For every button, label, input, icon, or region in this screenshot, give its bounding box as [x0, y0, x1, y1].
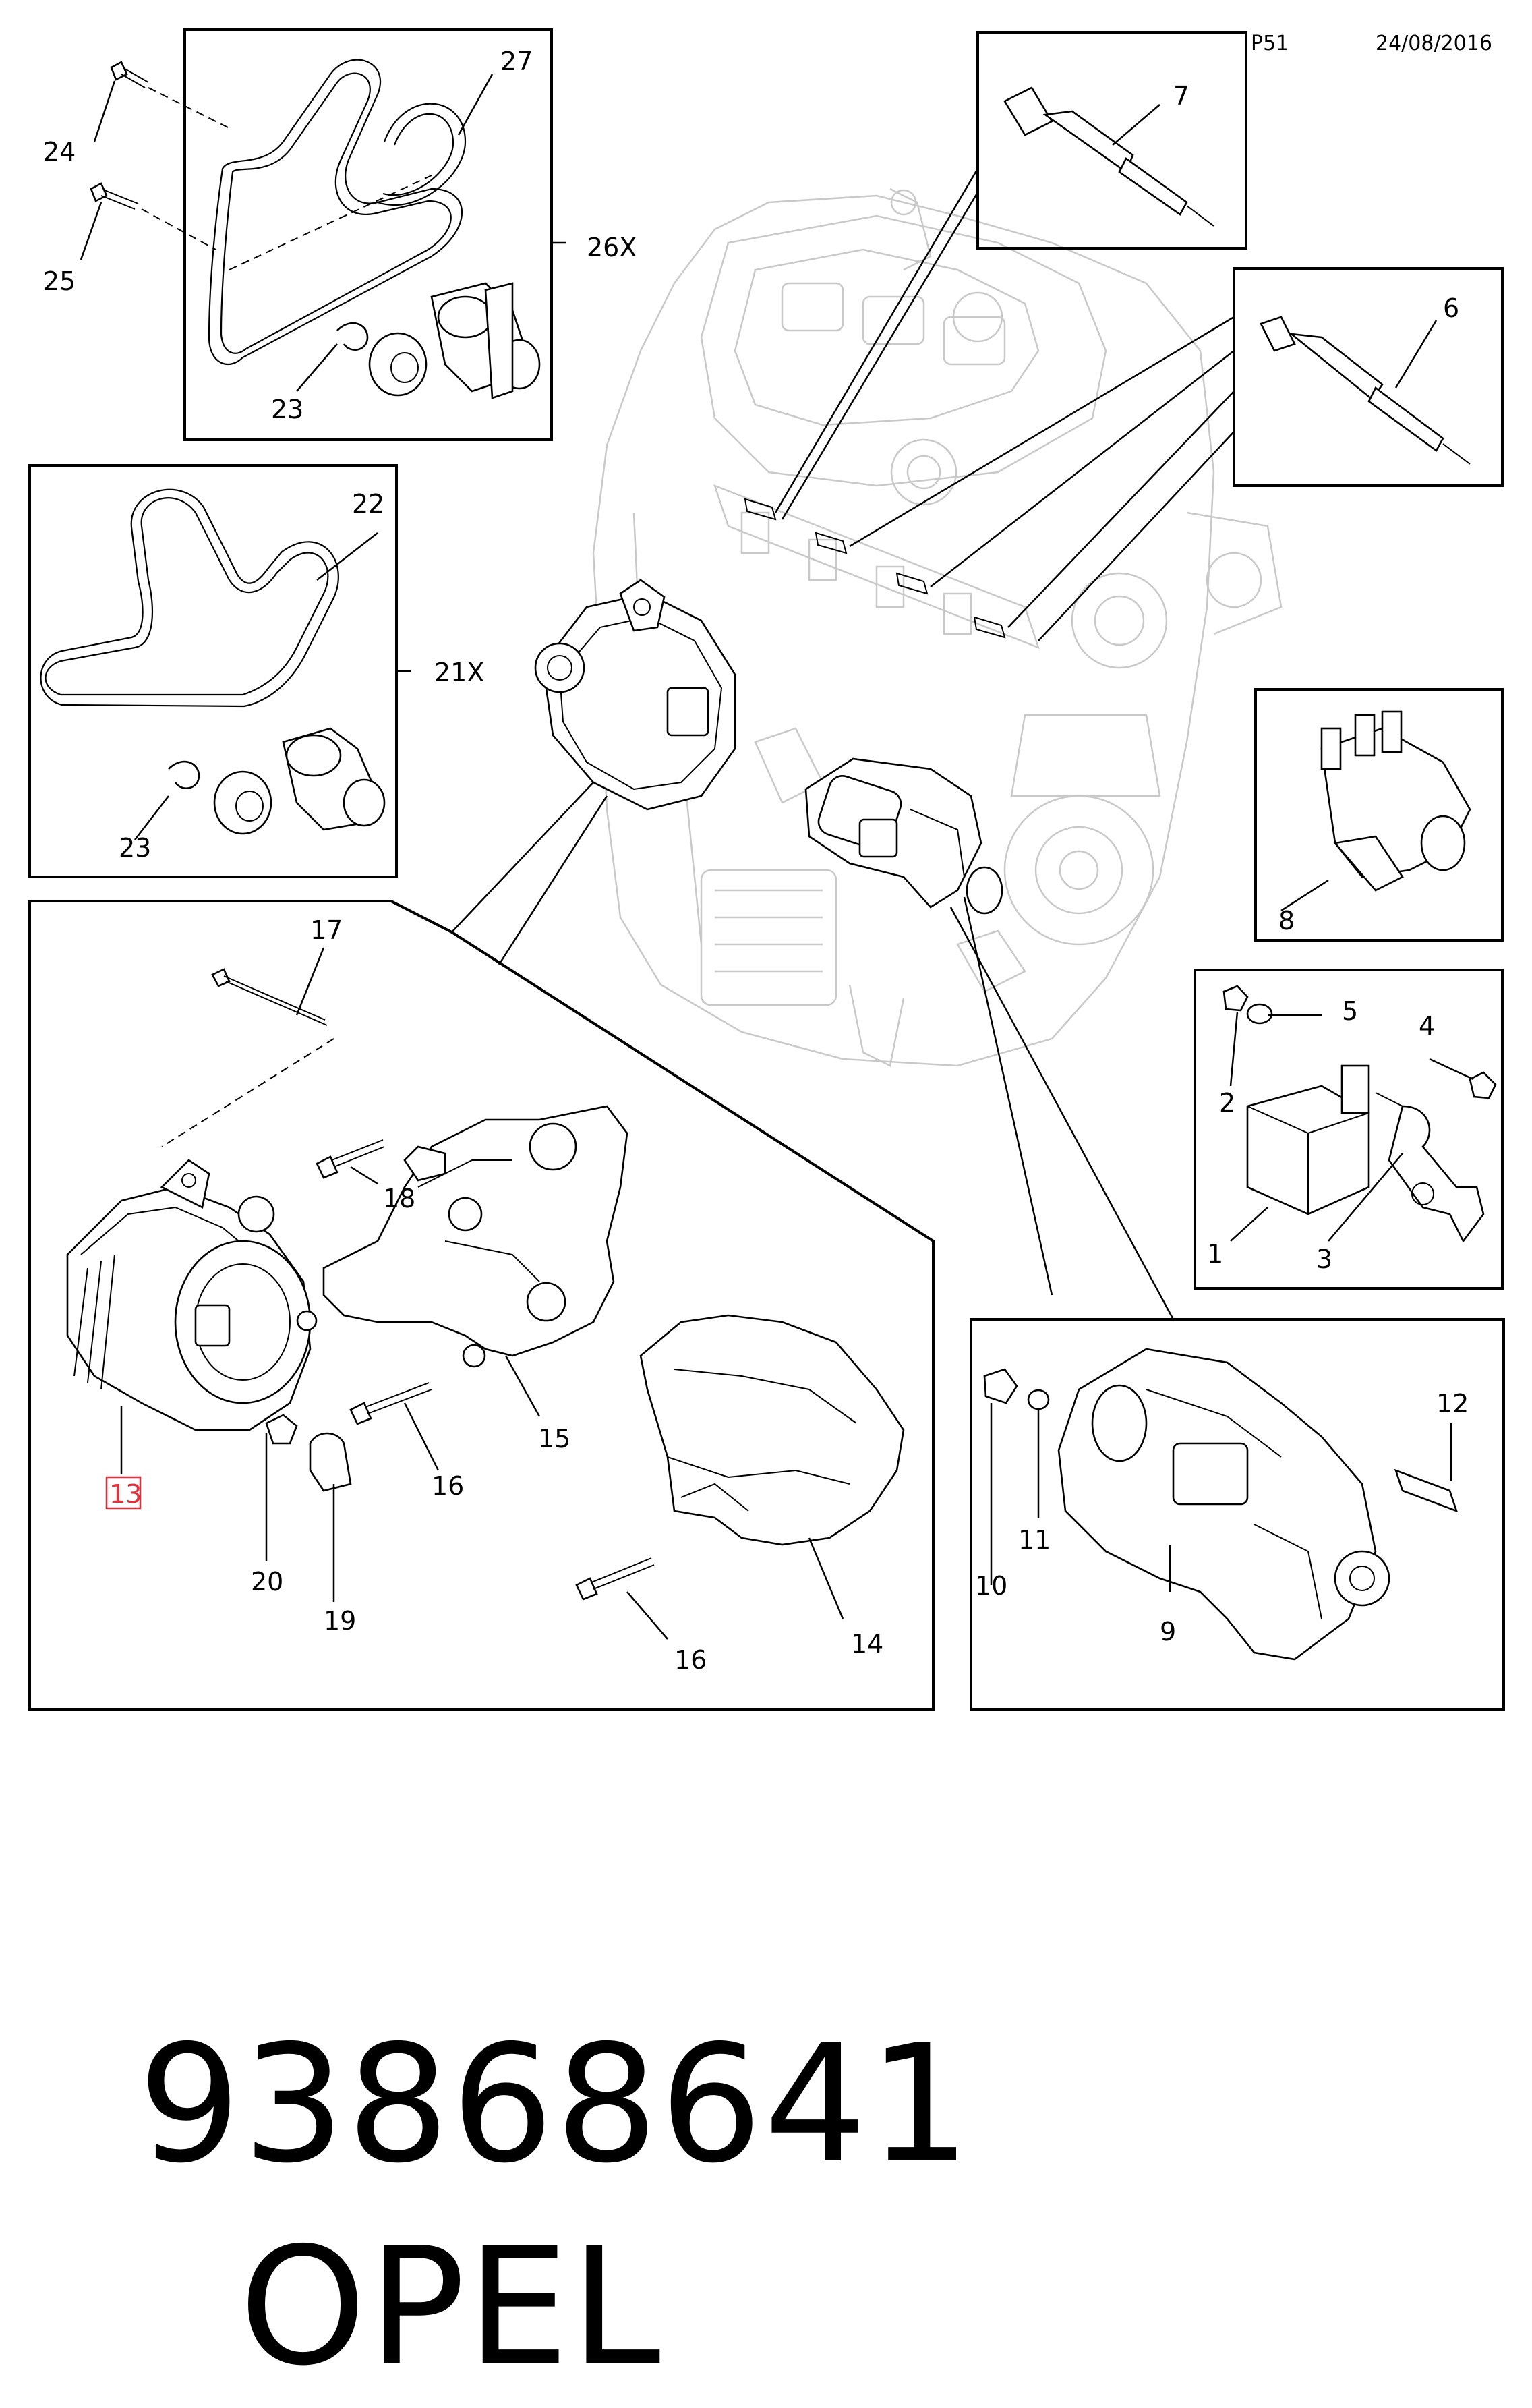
idler-pulley-21x [168, 760, 272, 835]
callout-10: 10 [975, 1571, 1007, 1601]
relay-bracket-3 [1388, 1105, 1485, 1243]
callout-5: 5 [1342, 996, 1358, 1026]
callout-26x: 26X [587, 233, 637, 262]
alternator-group-box [28, 900, 935, 1711]
callout-20: 20 [251, 1567, 283, 1597]
belt-26x [208, 59, 467, 365]
callout-15: 15 [538, 1424, 570, 1454]
kit-26x-box [183, 28, 553, 441]
starter-9 [1057, 1348, 1459, 1661]
callout-23-top: 23 [271, 395, 303, 424]
callout-21x: 21X [434, 658, 484, 687]
exploded-parts-diagram: P51 24/08/2016 [28, 28, 1505, 1711]
callout-19: 19 [324, 1606, 356, 1636]
glow-plug-7 [1003, 86, 1214, 227]
callout-11: 11 [1018, 1525, 1051, 1555]
glow-plug-6-box [1233, 267, 1504, 487]
injection-pump-8 [1320, 710, 1471, 892]
callout-23-bottom: 23 [119, 833, 151, 863]
callout-14: 14 [851, 1629, 883, 1659]
callout-12: 12 [1436, 1389, 1469, 1418]
leader-lines [80, 74, 1474, 1640]
injector-ports [744, 498, 1006, 639]
alternator-bracket-15 [322, 1105, 628, 1368]
callout-27: 27 [500, 47, 533, 76]
callout-1: 1 [1207, 1239, 1223, 1269]
tensioner-21x [282, 727, 386, 831]
callout-18: 18 [383, 1184, 415, 1213]
fasteners-2-4-5 [1222, 985, 1497, 1107]
glow-relay-box [1194, 969, 1504, 1290]
part-number: 93868641 [138, 2010, 973, 2199]
alternator-on-engine [534, 579, 736, 811]
glow-relay-1 [1246, 1064, 1370, 1215]
glow-plug-7-box [976, 31, 1247, 250]
belt-21x [40, 488, 339, 708]
glow-plug-6 [1260, 316, 1471, 465]
callout-6: 6 [1443, 293, 1459, 323]
callout-17: 17 [310, 915, 343, 945]
alternator-bolts [161, 968, 655, 1601]
page-code: P51 [1251, 32, 1289, 55]
callout-16-lower: 16 [674, 1645, 707, 1675]
idler-pulley-26x [336, 322, 428, 397]
callout-24: 24 [43, 137, 76, 167]
bolts-24-25 [90, 61, 432, 270]
diagram-date: 24/08/2016 [1376, 32, 1492, 55]
callout-13-highlight-box [105, 1476, 142, 1510]
callout-2: 2 [1219, 1088, 1235, 1118]
callout-8: 8 [1278, 906, 1295, 936]
injection-pump-8-box [1254, 688, 1504, 942]
callout-9: 9 [1160, 1617, 1176, 1646]
callout-13: 13 [109, 1479, 142, 1509]
callout-3: 3 [1316, 1244, 1332, 1274]
starter-on-engine [804, 757, 1003, 915]
alternator-13 [66, 1159, 318, 1431]
callout-7: 7 [1173, 81, 1189, 111]
heat-shield-14 [639, 1314, 905, 1546]
callout-25: 25 [43, 266, 76, 296]
callout-22: 22 [352, 489, 384, 519]
tensioner-26x [430, 282, 541, 399]
part-number-footer: 93868641 OPEL [32, 1801, 972, 2401]
starter-group-box [970, 1318, 1505, 1711]
callout-4: 4 [1419, 1011, 1435, 1041]
brand-name: OPEL [239, 2212, 662, 2401]
engine-block-ghost [592, 188, 1283, 1067]
callouts: 24 25 27 26X 23 22 21X 23 7 6 8 5 4 2 1 … [43, 47, 1469, 1675]
starter-fasteners-10-11 [983, 1368, 1050, 1410]
callout-16-upper: 16 [432, 1471, 464, 1501]
